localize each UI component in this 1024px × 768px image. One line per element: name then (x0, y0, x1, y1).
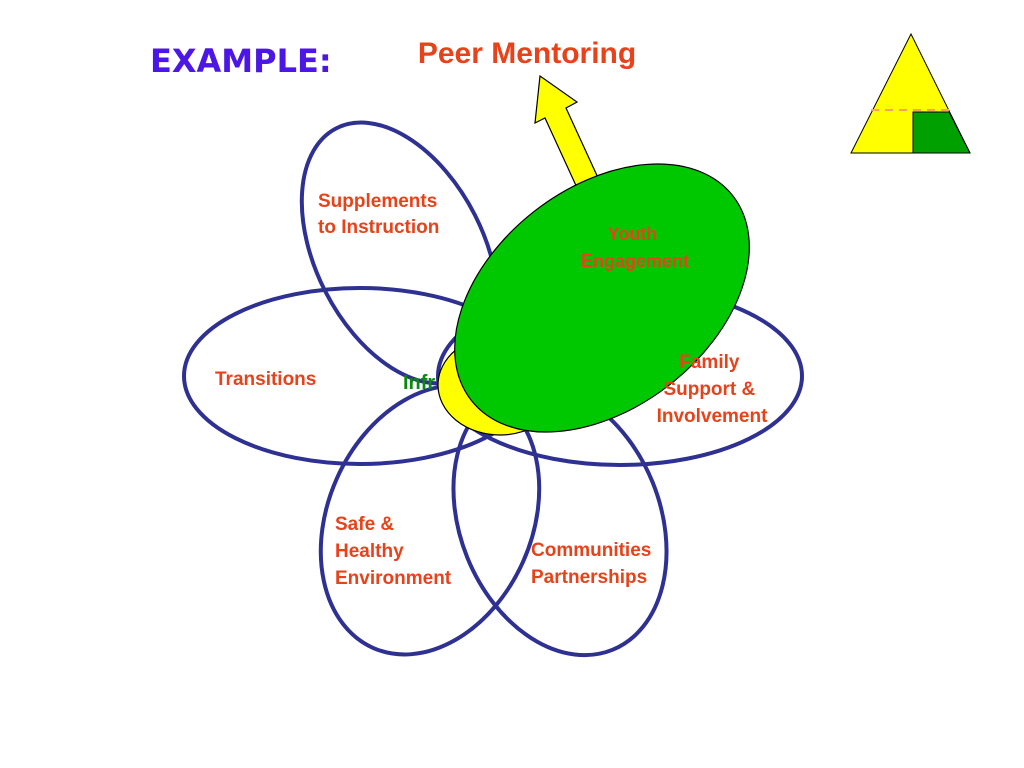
example-label: EXAMPLE: (150, 42, 332, 80)
family-label: Family Support & Involvement (657, 352, 769, 427)
youth-engagement-label: Youth Engagement (581, 224, 689, 271)
peer-mentoring-title: Peer Mentoring (418, 37, 636, 70)
youth-engagement-ellipse (454, 163, 750, 433)
safe-label: Safe & Healthy Environment (335, 514, 452, 589)
center-label: Infr (403, 372, 435, 394)
supplements-label: Supplements to Instruction (318, 191, 443, 238)
transitions-label: Transitions (215, 369, 316, 390)
communities-label: Communities Partnerships (531, 540, 657, 588)
pyramid-icon (850, 32, 971, 154)
